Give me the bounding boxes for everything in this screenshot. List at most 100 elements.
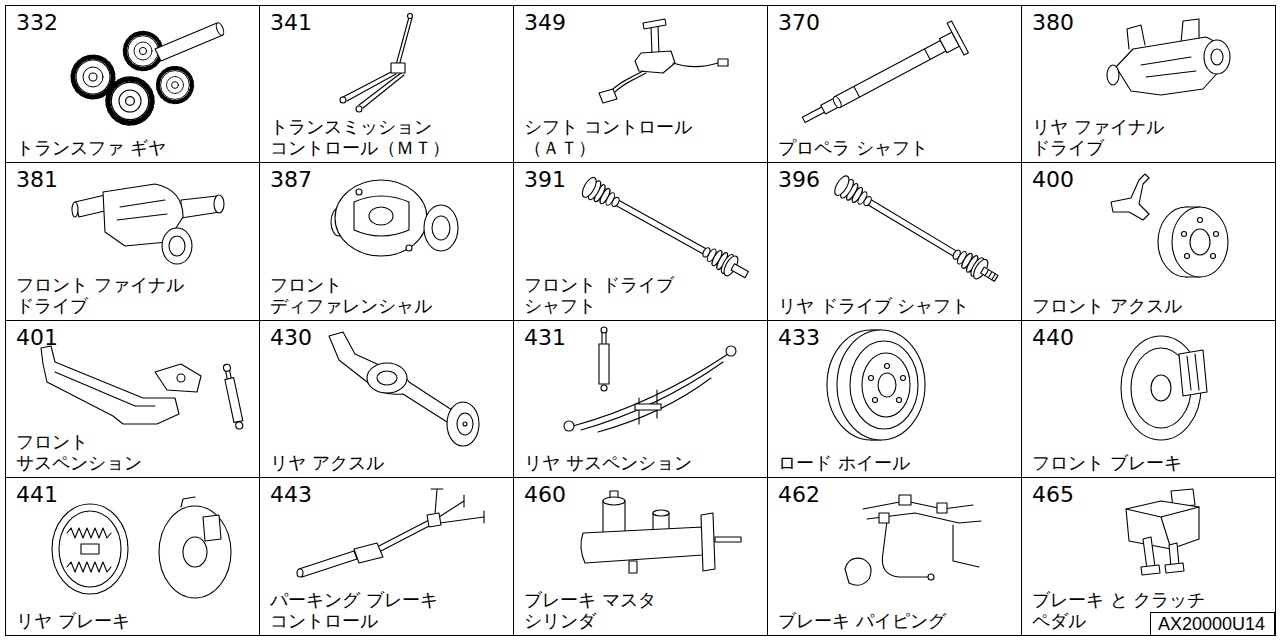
callout-number: 341 xyxy=(270,11,312,35)
front-axle-illustration xyxy=(1211,254,1216,259)
propeller-shaft-illustration xyxy=(947,21,968,55)
master-cylinder-illustration xyxy=(581,527,707,563)
rear-brake-illustration xyxy=(203,515,221,541)
part-name: トランスミッション コントロール（ＭＴ） xyxy=(270,116,459,159)
rear-final-drive-illustration xyxy=(1211,49,1223,65)
transfer-gear-illustration xyxy=(158,68,192,102)
brake-piping-illustration xyxy=(863,501,973,509)
rear-brake-illustration xyxy=(67,528,111,538)
propeller-shaft-illustration xyxy=(795,21,968,136)
part-name: プロペラ シャフト xyxy=(778,137,928,159)
parking-brake-illustration xyxy=(299,551,357,577)
part-name: フロント ドライブ シャフト xyxy=(524,274,686,317)
rear-brake-illustration xyxy=(59,511,121,587)
rear-axle-illustration xyxy=(329,332,455,422)
brake-piping-illustration xyxy=(937,503,947,513)
rear-suspension-illustration xyxy=(726,346,736,356)
front-suspension-illustration xyxy=(222,363,245,429)
parking-brake-illustration xyxy=(427,513,441,527)
front-suspension-illustration xyxy=(223,364,231,372)
front-drive-shaft-illustration xyxy=(580,175,752,284)
front-brake-illustration xyxy=(1121,336,1207,440)
road-wheel-illustration xyxy=(837,330,925,440)
road-wheel-illustration xyxy=(827,330,925,440)
part-name: ブレーキ マスタ シリンダ xyxy=(524,589,668,632)
transfer-gear-illustration xyxy=(108,79,152,123)
drawing-code-box: AX20000U14 xyxy=(1150,612,1275,636)
callout-number: 443 xyxy=(270,483,312,507)
shift-linkage-illustration xyxy=(340,97,346,103)
master-cylinder-illustration xyxy=(603,501,625,533)
shift-linkage-illustration xyxy=(399,18,412,66)
catalog-cell: 401フロント サスペンション xyxy=(5,320,260,478)
callout-number: 370 xyxy=(778,11,820,35)
at-shifter-illustration xyxy=(651,26,659,55)
at-shifter-illustration xyxy=(599,89,617,103)
callout-number: 387 xyxy=(270,168,312,192)
front-final-drive-illustration xyxy=(169,236,185,256)
differential-case-illustration xyxy=(424,205,458,251)
drawing-code: AX20000U14 xyxy=(1151,613,1272,635)
front-final-drive-illustration xyxy=(162,228,192,264)
rear-axle-illustration xyxy=(377,371,397,385)
road-wheel-illustration xyxy=(901,376,906,381)
rear-drive-shaft-illustration xyxy=(832,174,852,198)
front-axle-illustration xyxy=(1182,232,1187,237)
rear-suspension-illustration xyxy=(601,385,607,391)
part-name: リヤ サスペンション xyxy=(524,452,692,474)
front-final-drive-illustration xyxy=(72,184,224,264)
transfer-gear-illustration xyxy=(73,57,113,97)
rear-axle-illustration xyxy=(447,402,479,446)
shift-linkage-illustration xyxy=(359,73,401,105)
shift-linkage-illustration xyxy=(356,106,362,112)
catalog-cell: 462ブレーキ パイピング xyxy=(767,477,1022,636)
catalog-illustrations xyxy=(41,14,1230,599)
callout-number: 349 xyxy=(524,11,566,35)
at-shifter-illustration xyxy=(718,59,728,66)
propeller-shaft-illustration xyxy=(832,95,843,108)
callout-number: 332 xyxy=(16,11,58,35)
part-name: シフト コントロール （ＡＴ） xyxy=(524,116,704,159)
front-suspension-illustration xyxy=(155,364,201,392)
at-shifter-illustration xyxy=(673,63,718,67)
part-name: ロード ホイール xyxy=(778,452,910,474)
pedal-assembly-illustration xyxy=(1126,489,1199,575)
part-name: フロント サスペンション xyxy=(16,431,151,474)
parking-brake-illustration xyxy=(464,495,484,523)
callout-number: 462 xyxy=(778,483,820,507)
transfer-gear-illustration xyxy=(155,23,223,61)
front-suspension-illustration xyxy=(235,421,243,429)
brake-piping-illustration xyxy=(879,513,889,523)
shift-linkage-illustration xyxy=(363,75,404,108)
front-brake-illustration xyxy=(1187,354,1199,390)
front-suspension-illustration xyxy=(41,346,244,430)
part-name: リヤ ファイナル ドライブ xyxy=(1032,116,1185,159)
callout-number: 465 xyxy=(1032,483,1074,507)
front-axle-illustration xyxy=(1185,254,1190,259)
front-final-drive-illustration xyxy=(214,195,224,213)
rear-brake-illustration xyxy=(52,504,128,594)
shift-linkage-illustration xyxy=(343,71,393,97)
rear-axle-illustration xyxy=(457,413,473,435)
front-axle-illustration xyxy=(1111,174,1149,220)
parking-brake-illustration xyxy=(377,519,433,552)
rear-suspension-illustration xyxy=(564,327,736,432)
rear-drive-shaft-illustration xyxy=(832,174,1002,288)
parking-brake-illustration xyxy=(297,569,303,577)
catalog-cell: 443パーキング ブレーキ コントロール xyxy=(259,477,514,636)
brake-piping-illustration xyxy=(845,558,871,585)
differential-case-illustration xyxy=(432,216,450,240)
catalog-cell: 332トランスファ ギヤ xyxy=(5,5,260,163)
road-wheel-illustration xyxy=(897,398,902,403)
parking-brake-illustration xyxy=(297,489,484,577)
parking-brake-illustration xyxy=(354,543,383,563)
front-suspension-illustration xyxy=(225,378,243,423)
callout-number: 431 xyxy=(524,326,566,350)
rear-brake-illustration xyxy=(183,537,207,567)
rear-suspension-illustration xyxy=(564,421,574,431)
master-cylinder-illustration xyxy=(701,513,715,571)
rear-brake-illustration xyxy=(67,562,111,572)
front-axle-illustration xyxy=(1172,207,1228,277)
front-drive-shaft-illustration xyxy=(614,199,709,255)
master-cylinder-illustration xyxy=(653,510,669,516)
